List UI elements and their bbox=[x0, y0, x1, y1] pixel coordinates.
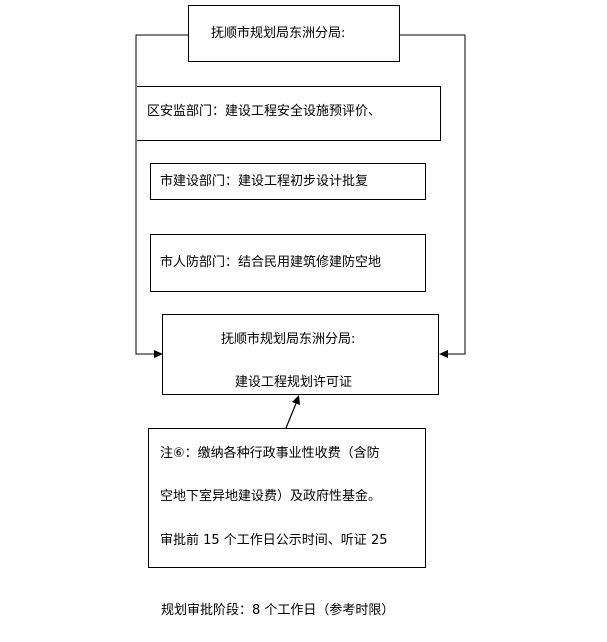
safety-supervision-box: 区安监部门：建设工程安全设施预评价、 bbox=[137, 86, 441, 141]
planning-permit-box: 抚顺市规划局东洲分局: 建设工程规划许可证 bbox=[162, 314, 439, 395]
civil-defense-label: 市人防部门：结合民用建筑修建防空地 bbox=[160, 255, 382, 270]
note-line-2: 空地下室异地建设费）及政府性基金。 bbox=[160, 489, 382, 504]
permit-authority-label: 抚顺市规划局东洲分局: bbox=[221, 332, 356, 347]
safety-supervision-label: 区安监部门：建设工程安全设施预评价、 bbox=[147, 104, 382, 119]
top-authority-box: 抚顺市规划局东洲分局: bbox=[188, 5, 400, 62]
right-connector bbox=[400, 34, 466, 355]
note-line-3: 审批前 15 个工作日公示时间、听证 25 bbox=[160, 533, 388, 548]
construction-dept-label: 市建设部门：建设工程初步设计批复 bbox=[160, 174, 369, 189]
left-connector bbox=[135, 34, 188, 355]
permit-name-label: 建设工程规划许可证 bbox=[235, 375, 353, 390]
stage-caption: 规划审批阶段：8 个工作日（参考时限） bbox=[161, 603, 395, 618]
right-arrowhead bbox=[439, 350, 448, 358]
note-arrowhead bbox=[292, 395, 300, 405]
construction-dept-box: 市建设部门：建设工程初步设计批复 bbox=[150, 163, 426, 200]
top-authority-label: 抚顺市规划局东洲分局: bbox=[211, 26, 346, 41]
civil-defense-box: 市人防部门：结合民用建筑修建防空地 bbox=[150, 234, 426, 292]
fee-note-box: 注⑥：缴纳各种行政事业性收费（含防 空地下室异地建设费）及政府性基金。 审批前 … bbox=[148, 428, 426, 568]
note-connector bbox=[285, 400, 298, 429]
left-arrowhead bbox=[154, 350, 163, 358]
note-line-1: 注⑥：缴纳各种行政事业性收费（含防 bbox=[160, 446, 380, 461]
